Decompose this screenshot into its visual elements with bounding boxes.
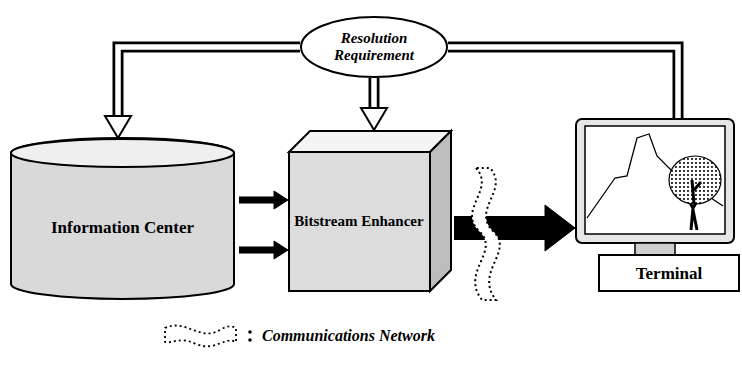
connector-line (239, 197, 275, 204)
connector-channel (371, 78, 377, 109)
arrowhead (361, 108, 387, 130)
arrowhead (274, 191, 288, 209)
cylinder-top (11, 139, 234, 167)
mountain-outline (587, 134, 723, 218)
text-area: Bitstream Enhancer (294, 158, 424, 286)
cube-top (289, 131, 451, 152)
text-area: Resolution Requirement (310, 20, 438, 74)
cube-front (289, 152, 430, 291)
connector (239, 191, 288, 209)
cube-side (430, 131, 451, 291)
legend-colon-dot (248, 338, 252, 342)
connector-line (118, 47, 300, 117)
connector (448, 47, 678, 118)
monitor-screen (585, 126, 725, 234)
connector-channel (448, 47, 678, 118)
connector (105, 47, 300, 138)
legend-network-sample (165, 325, 236, 346)
tree-branches (692, 180, 701, 204)
tree-crown (669, 156, 721, 204)
communications-network (472, 168, 500, 300)
connector-channel (118, 47, 300, 117)
ellipse-outline (301, 17, 447, 77)
text-area: Terminal (601, 257, 737, 290)
legend-label: Communications Network (262, 327, 435, 345)
connector (239, 241, 288, 259)
arrowhead (105, 116, 131, 138)
connector-line (239, 247, 275, 254)
node-outline (288, 130, 452, 292)
terminal-unit: Terminal (575, 118, 740, 292)
cylinder-body (11, 138, 234, 299)
text-area: Information Center (18, 168, 227, 288)
node-label: Information Center (51, 218, 194, 238)
monitor-neck (635, 243, 675, 255)
legend-colon-dot (248, 330, 252, 334)
node-label: Terminal (636, 264, 702, 284)
connector-line (454, 216, 546, 240)
terminal-base (599, 255, 739, 291)
connector (361, 78, 387, 130)
node-label: Bitstream Enhancer (294, 213, 423, 230)
database-cylinder: Information Center (10, 138, 235, 300)
arrowhead (274, 241, 288, 259)
connector-line (369, 78, 380, 109)
monitor-housing (576, 119, 734, 243)
connector-line (448, 47, 678, 118)
requirement-ellipse: Resolution Requirement (300, 16, 448, 78)
arrowhead (545, 205, 575, 251)
processor-cube: Bitstream Enhancer (288, 130, 452, 292)
node-label: Resolution Requirement (310, 30, 438, 65)
